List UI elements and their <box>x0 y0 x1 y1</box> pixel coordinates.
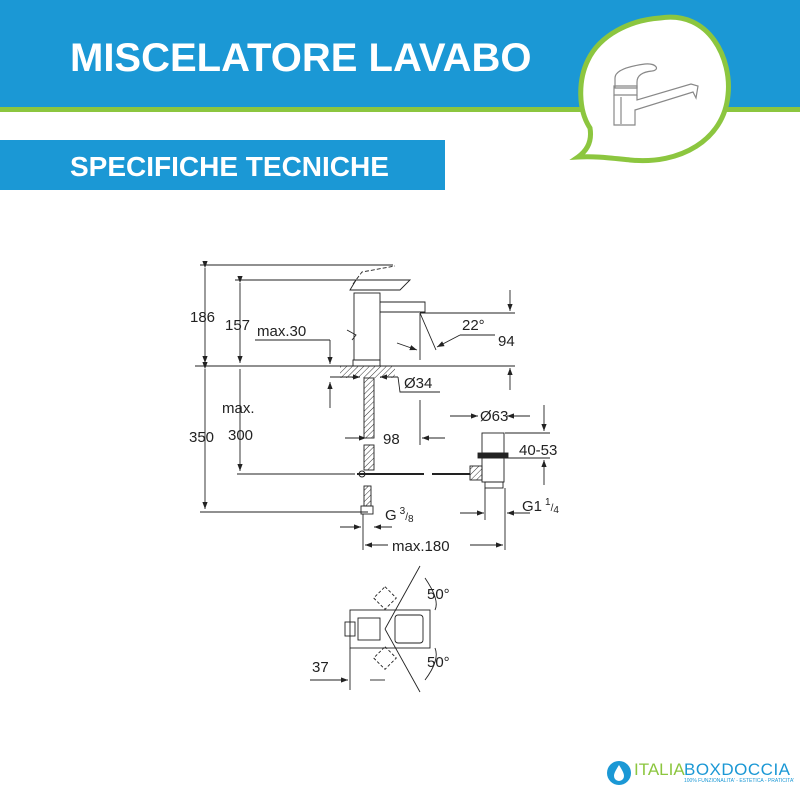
dim-98: 98 <box>383 431 400 448</box>
dim-186: 186 <box>190 309 215 326</box>
subtitle-band <box>0 140 445 190</box>
dim-dia34: Ø34 <box>404 375 432 392</box>
dim-max: max. <box>222 400 255 417</box>
speech-bubble <box>569 14 731 164</box>
dim-angle-50-bottom: 50° <box>427 654 450 671</box>
dim-40-53: 40-53 <box>519 442 557 459</box>
page-title: MISCELATORE LAVABO <box>70 36 532 80</box>
water-drop-icon <box>607 761 631 785</box>
header-divider <box>0 107 800 112</box>
logo-italia: ITALIA <box>634 760 685 779</box>
dim-94: 94 <box>498 333 515 350</box>
brand-logo: ITALIA BOXDOCCIA 100% FUNZIONALITA' - ES… <box>606 760 796 786</box>
dim-max180: max.180 <box>392 538 450 555</box>
faucet-icon <box>613 63 699 126</box>
dim-300: 300 <box>228 427 253 444</box>
dim-157: 157 <box>225 317 250 334</box>
page-subtitle: SPECIFICHE TECNICHE <box>70 151 389 182</box>
dim-350: 350 <box>189 429 214 446</box>
dim-37: 37 <box>312 659 329 676</box>
logo-tagline: 100% FUNZIONALITA' - ESTETICA - PRATICIT… <box>684 778 795 784</box>
dim-angle-50-top: 50° <box>427 586 450 603</box>
logo-boxdoccia: BOXDOCCIA <box>684 760 791 779</box>
dim-angle-22: 22° <box>462 317 485 334</box>
dim-dia63: Ø63 <box>480 408 508 425</box>
dim-max30: max.30 <box>257 323 306 340</box>
